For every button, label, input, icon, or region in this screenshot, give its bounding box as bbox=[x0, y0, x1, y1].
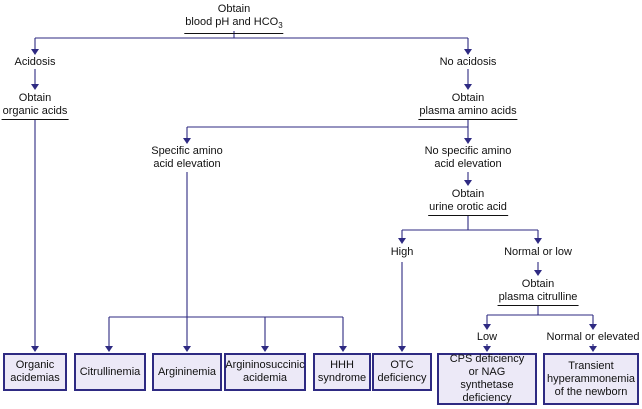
specific-amino-acid-elevation-node: Specific amino acid elevation bbox=[151, 145, 223, 171]
organic-acids-label: organic acids bbox=[1, 105, 69, 120]
obtain-label: Obtain bbox=[521, 278, 555, 290]
outcome-line: Argininemia bbox=[157, 365, 217, 378]
plasma-amino-acids-label: plasma amino acids bbox=[418, 105, 518, 120]
no-specific-amino-acid-elevation-node: No specific amino acid elevation bbox=[425, 145, 512, 171]
hco3-subscript: 3 bbox=[278, 21, 283, 31]
outcome-line: Citrullinemia bbox=[79, 365, 141, 378]
outcome-line: Transient bbox=[568, 359, 614, 372]
obtain-label: Obtain bbox=[217, 3, 251, 15]
outcome-line: Argininosuccinic bbox=[225, 359, 305, 371]
high-node: High bbox=[390, 246, 414, 258]
obtain-organic-acids-node: Obtain organic acids bbox=[1, 92, 69, 120]
acidosis-node: Acidosis bbox=[14, 56, 56, 68]
blood-ph-hco3-label: blood pH and HCO3 bbox=[184, 16, 284, 35]
urine-orotic-acid-label: urine orotic acid bbox=[428, 201, 508, 216]
outcome-line: hyperammonemia bbox=[546, 372, 636, 385]
outcome-line: deficiency bbox=[462, 392, 512, 404]
obtain-blood-ph-node: Obtain blood pH and HCO3 bbox=[184, 3, 284, 35]
obtain-label: Obtain bbox=[18, 92, 52, 104]
low-node: Low bbox=[476, 331, 498, 343]
obtain-plasma-amino-acids-node: Obtain plasma amino acids bbox=[418, 92, 518, 120]
outcome-line: acidemia bbox=[242, 372, 288, 384]
obtain-plasma-citrulline-node: Obtain plasma citrulline bbox=[497, 278, 579, 306]
normal-or-elevated-node: Normal or elevated bbox=[546, 331, 640, 343]
outcome-line: OTC bbox=[390, 359, 414, 371]
outcome-line: or NAG synthetase bbox=[460, 366, 514, 391]
outcome-line: syndrome bbox=[317, 372, 367, 384]
acid-elevation-label: acid elevation bbox=[434, 158, 502, 170]
outcome-line: of the newborn bbox=[554, 385, 628, 398]
outcome-line: HHH bbox=[330, 359, 354, 371]
acid-elevation-label: acid elevation bbox=[153, 158, 221, 170]
obtain-label: Obtain bbox=[451, 92, 485, 104]
specific-amino-label: Specific amino bbox=[151, 145, 223, 157]
citrullinemia-box: Citrullinemia bbox=[74, 353, 146, 391]
outcome-line: CPS deficiency bbox=[449, 353, 525, 365]
obtain-urine-orotic-acid-node: Obtain urine orotic acid bbox=[428, 188, 508, 216]
no-acidosis-node: No acidosis bbox=[439, 56, 497, 68]
argininemia-box: Argininemia bbox=[152, 353, 222, 391]
plasma-citrulline-label: plasma citrulline bbox=[497, 291, 579, 306]
no-specific-amino-label: No specific amino bbox=[424, 145, 512, 157]
outcome-line: deficiency bbox=[377, 372, 427, 384]
outcome-line: acidemias bbox=[10, 372, 60, 384]
normal-or-low-node: Normal or low bbox=[504, 246, 572, 258]
obtain-label: Obtain bbox=[451, 188, 485, 200]
outcome-line: Organic bbox=[15, 359, 55, 371]
blood-ph-text: blood pH and HCO bbox=[185, 16, 279, 28]
